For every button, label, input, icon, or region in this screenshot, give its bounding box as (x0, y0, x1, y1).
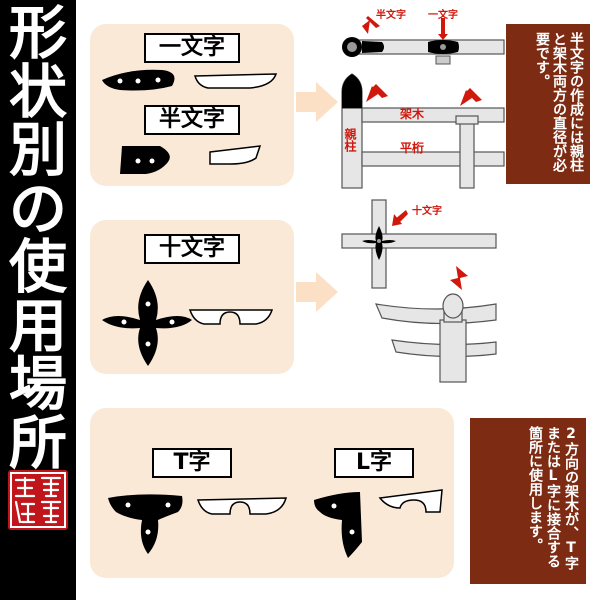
text-kasagi: 架木 (399, 106, 425, 121)
label-jumonji: 十文字 (144, 234, 240, 264)
vertical-title: 形状別の使用場所 (6, 4, 70, 472)
ichimonji-shapes (102, 69, 278, 174)
jumonji-shapes (102, 280, 274, 366)
text-hirageta: 平桁 (400, 140, 424, 155)
note-hanmonji: 半文字の作成には親柱と架木両方の直径が必要です。 (506, 24, 590, 184)
callout-ichimonji: 一文字 (428, 8, 458, 21)
title-char: 形 (8, 0, 67, 67)
diagram-2-text: 十文字 (412, 204, 442, 217)
railing-diagram-2 (341, 199, 497, 383)
note-tji-lji: 2方向の架木が、T字またはL字に接合する箇所に使用します。 (470, 418, 586, 584)
title-char: の (8, 174, 67, 243)
title-sidebar: 形状別の使用場所 (0, 0, 76, 600)
arrow-right-icon (296, 82, 338, 122)
callout-jumonji: 十文字 (412, 204, 442, 217)
text-oyabashira: 親柱 (343, 128, 357, 152)
arrow-right-icon (296, 272, 338, 312)
title-char: 用 (8, 291, 67, 360)
red-seal-stamp (8, 470, 68, 530)
title-char: 使 (8, 233, 67, 301)
label-hanmonji: 半文字 (144, 105, 240, 135)
railing-diagram-1 (341, 16, 505, 189)
title-char: 状 (8, 57, 67, 126)
callout-hanmonji: 半文字 (376, 8, 406, 21)
title-char: 別 (8, 116, 67, 184)
label-tji: T字 (152, 448, 232, 478)
label-ichimonji: 一文字 (144, 33, 240, 63)
title-char: 所 (8, 408, 67, 477)
title-char: 場 (8, 350, 67, 418)
tji-lji-shapes (108, 489, 443, 558)
label-lji: L字 (334, 448, 414, 478)
diagram-1-text: 半文字 一文字 架木 平桁 (376, 8, 458, 155)
